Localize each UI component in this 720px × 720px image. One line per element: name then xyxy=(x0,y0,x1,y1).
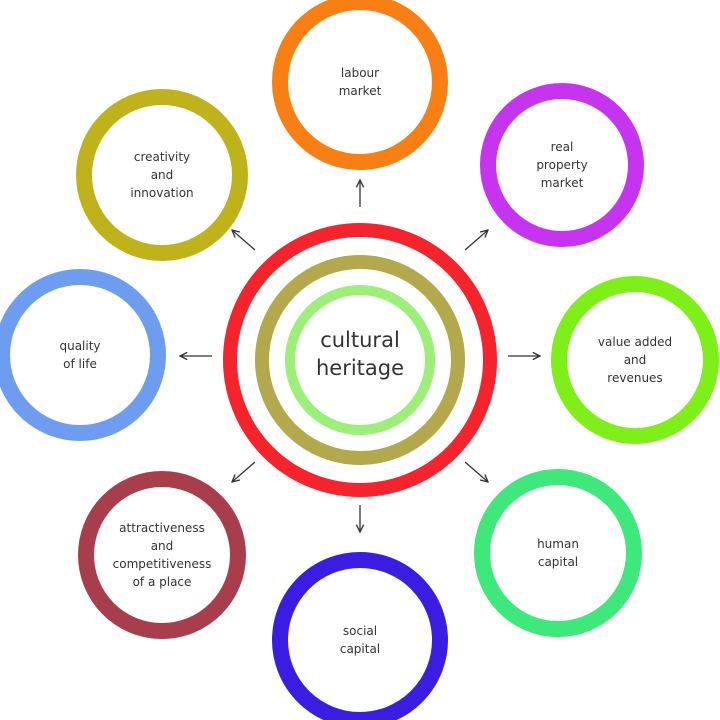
node-ring xyxy=(480,83,644,247)
node-ring xyxy=(272,0,448,170)
center-ring-1 xyxy=(223,223,497,497)
node-social-capital xyxy=(272,552,448,720)
node-human-capital xyxy=(474,469,642,637)
node-ring xyxy=(474,469,642,637)
arrow-to-real-property-market xyxy=(464,230,488,251)
node-real-property-market xyxy=(480,83,644,247)
center-ring-3 xyxy=(285,285,435,435)
node-ring xyxy=(551,276,719,444)
arrow-to-attractiveness-and-competitiveness xyxy=(232,461,256,482)
node-ring xyxy=(76,89,248,261)
node-attractiveness-and-competitiveness xyxy=(78,471,246,639)
node-ring xyxy=(272,552,448,720)
node-value-added-and-revenues xyxy=(551,276,719,444)
node-quality-of-life xyxy=(0,269,166,441)
node-ring xyxy=(0,269,166,441)
center-ring-2 xyxy=(255,255,465,465)
arrow-to-human-capital xyxy=(464,461,488,482)
node-creativity-and-innovation xyxy=(76,89,248,261)
node-labour-market xyxy=(272,0,448,170)
node-ring xyxy=(78,471,246,639)
arrow-to-creativity-and-innovation xyxy=(232,230,256,251)
